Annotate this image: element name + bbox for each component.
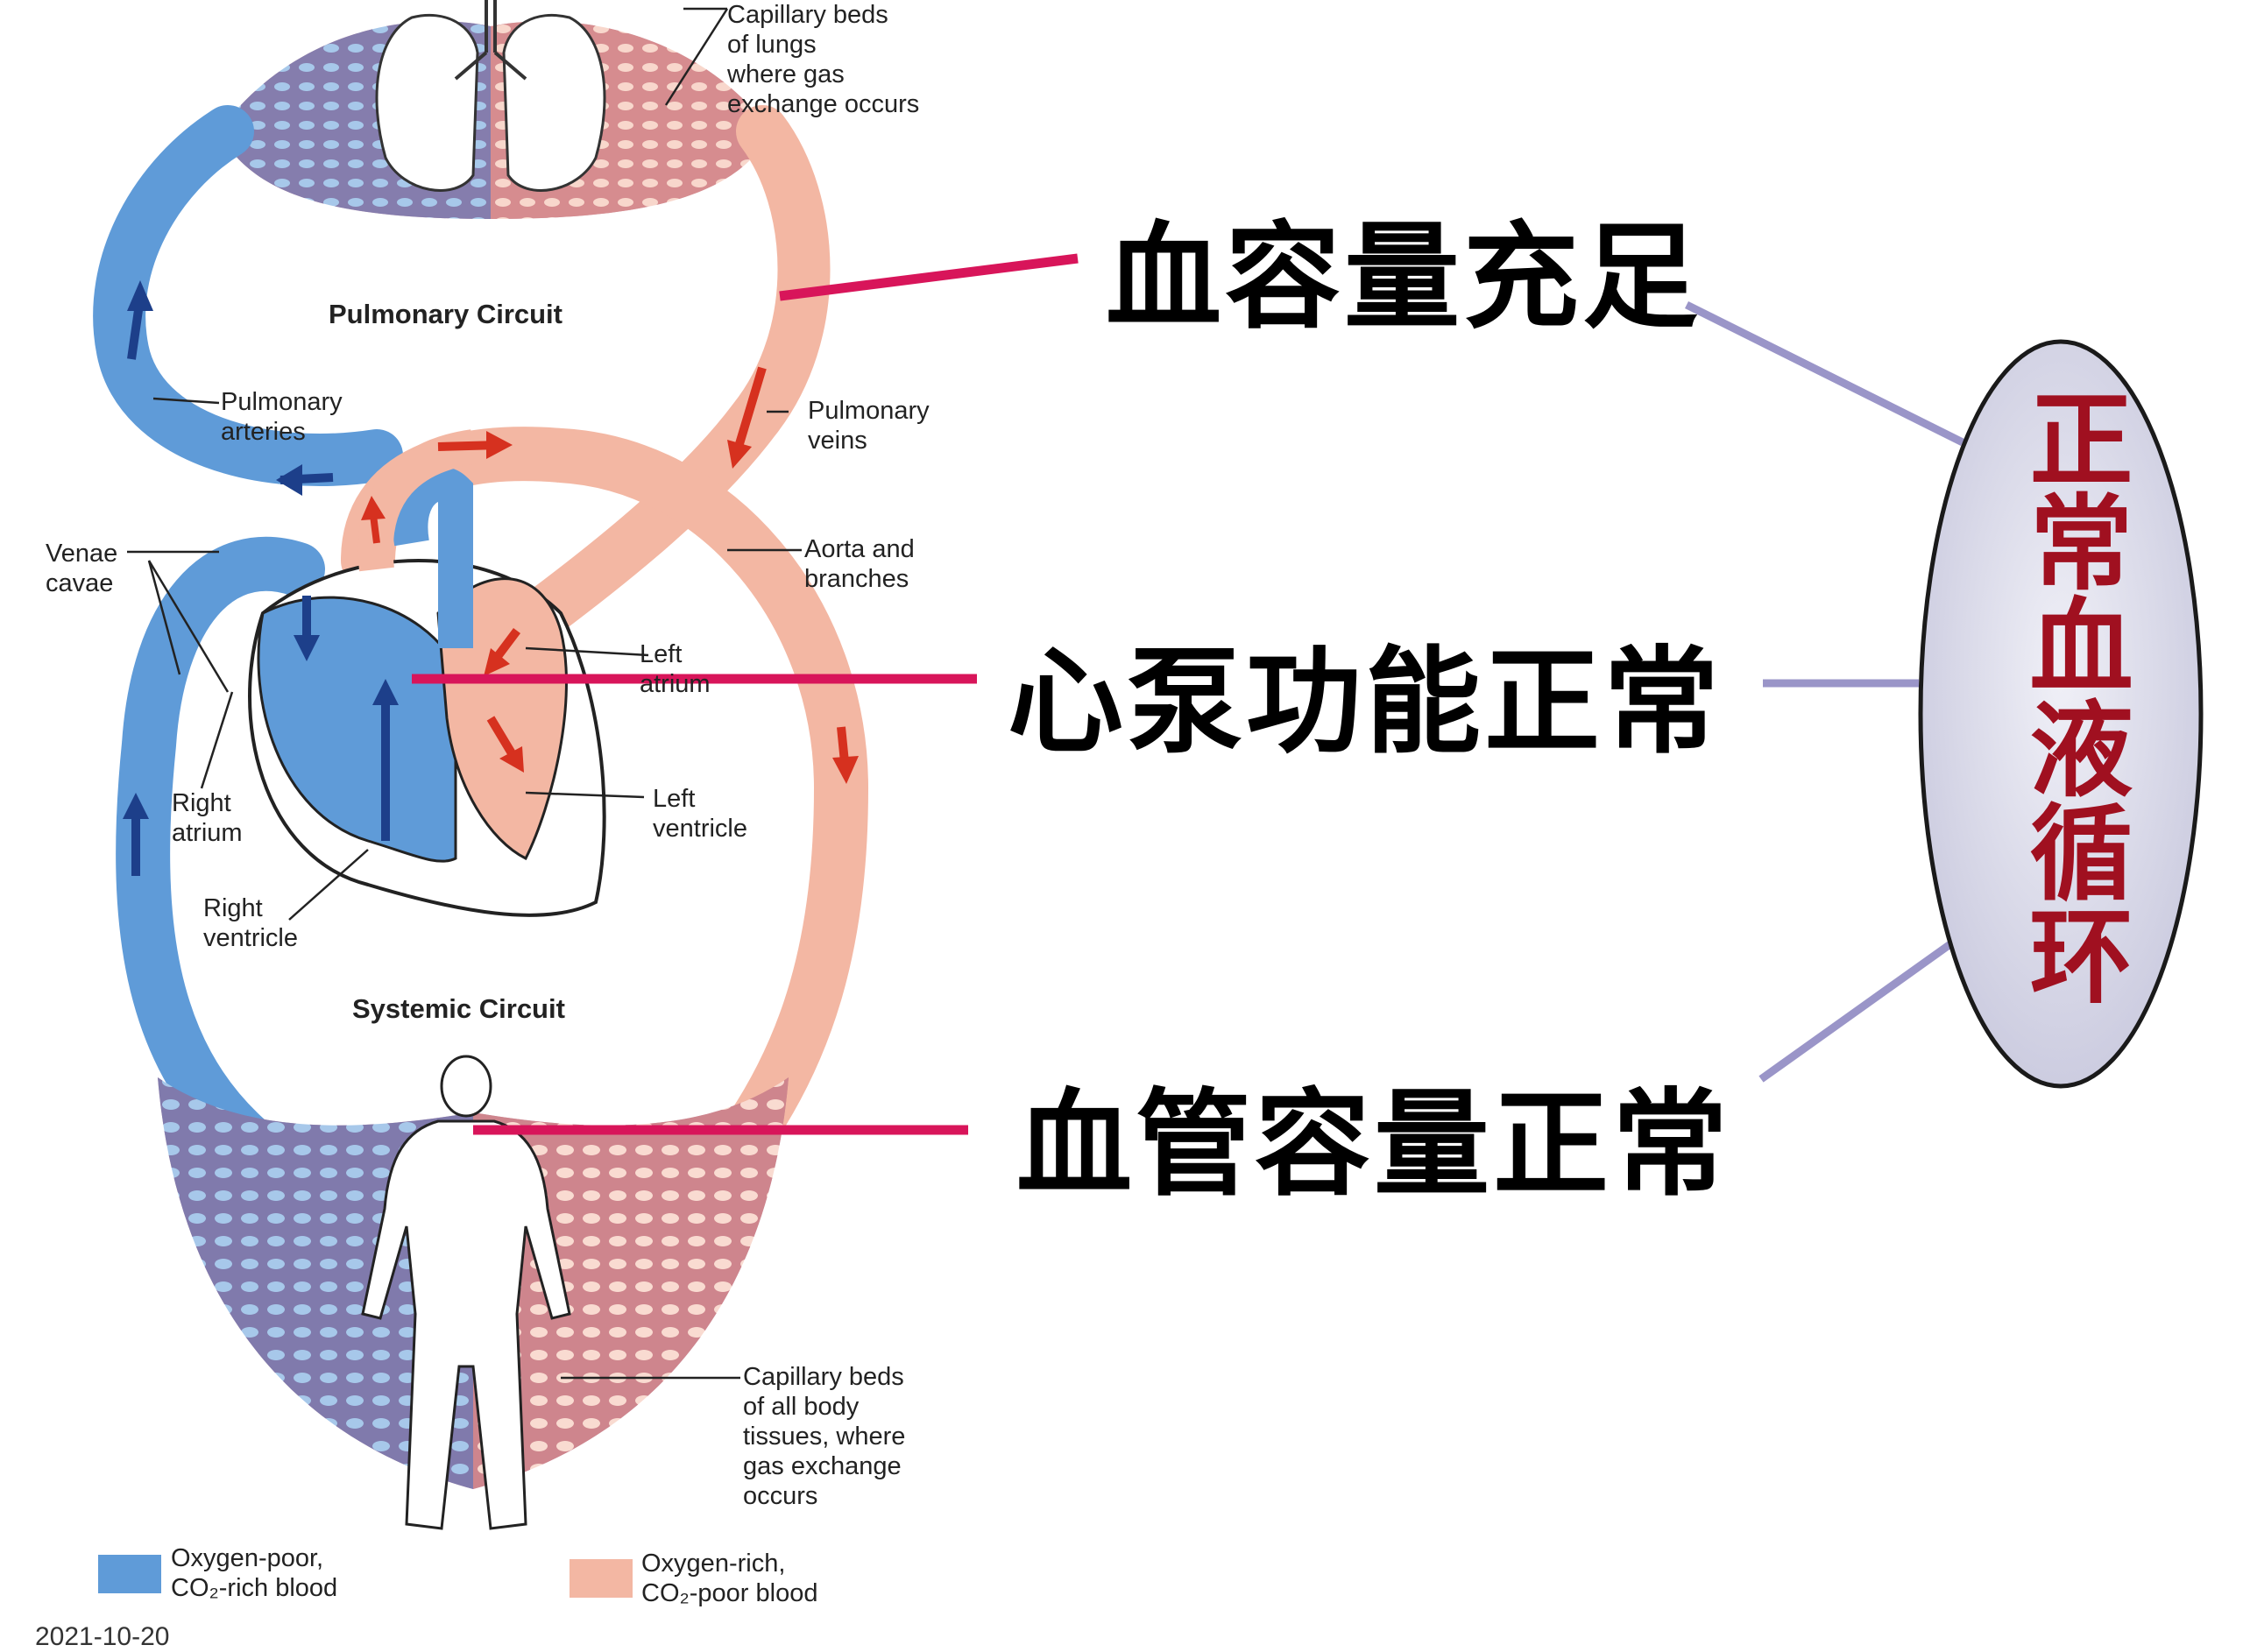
heart [248, 429, 606, 917]
label-systemic-circuit: Systemic Circuit [352, 993, 565, 1024]
label-right-atrium: Right atrium [172, 789, 243, 847]
pulmonary-vein-vessel [517, 105, 831, 639]
footer-date-fragment: 2021-10-20 [35, 1622, 170, 1651]
oval-connector-lines [1684, 300, 1965, 1083]
leader-lines [127, 7, 802, 1380]
label-capillary-body: Capillary beds of all body tissues, wher… [743, 1363, 906, 1510]
legend-oxygen-rich: Oxygen-rich, CO₂-poor blood [641, 1550, 818, 1607]
label-aorta: Aorta and branches [804, 535, 915, 593]
legend-swatch-oxygen-poor [98, 1555, 161, 1593]
connector-lines [412, 253, 1079, 1135]
condition-vascular-volume: 血管容量正常 [1016, 1077, 1731, 1212]
pulmonary-artery-vessel [93, 105, 403, 486]
connector-blood-volume [779, 253, 1079, 301]
label-pulmonary-arteries: Pulmonary arteries [221, 388, 343, 446]
flow-arrows [123, 280, 859, 876]
label-capillary-lungs: Capillary beds of lungs where gas exchan… [727, 1, 920, 118]
result-text: 正常血液循环 [2012, 385, 2133, 1006]
label-right-ventricle: Right ventricle [203, 894, 298, 952]
legend-swatch-oxygen-rich [570, 1559, 633, 1598]
label-pulmonary-veins: Pulmonary veins [808, 397, 930, 455]
label-left-ventricle: Left ventricle [653, 785, 747, 843]
label-pulmonary-circuit: Pulmonary Circuit [329, 299, 563, 329]
condition-blood-volume: 血容量充足 [1106, 210, 1702, 345]
human-figure [361, 1055, 571, 1530]
result-oval [1918, 339, 2204, 1089]
label-venae-cavae: Venae cavae [46, 540, 118, 597]
label-left-atrium: Left atrium [640, 640, 711, 698]
condition-heart-pump: 心泵功能正常 [1008, 635, 1723, 770]
lungs [375, 0, 606, 192]
legend-oxygen-poor: Oxygen-poor, CO₂-rich blood [171, 1544, 338, 1602]
venae-cavae-vessel [116, 536, 325, 1166]
